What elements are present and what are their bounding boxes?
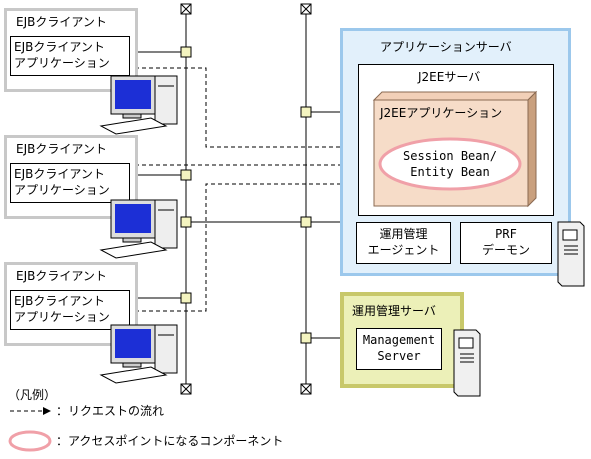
ejb-client-app-box-1 (10, 36, 130, 76)
ejb-client-title-2: EJBクライアント (16, 142, 107, 156)
ejb-client-app-line1-3: EJBクライアント (14, 294, 105, 308)
j2ee-server-title: J2EEサーバ (418, 70, 481, 84)
application-server-title: アプリケーションサーバ (380, 40, 512, 54)
management-server-line2: Server (377, 349, 421, 363)
prf-daemon-line1: PRF (495, 227, 517, 241)
computer-icon (99, 75, 178, 135)
management-server-line1: Management (362, 333, 436, 347)
prf-daemon-line2: デーモン (481, 243, 530, 257)
server-tower-icon (453, 329, 481, 397)
ejb-client-app-line2-2: アプリケーション (14, 183, 110, 197)
j2ee-application-title: J2EEアプリケーション (380, 106, 503, 120)
management-agent-box (356, 222, 451, 264)
session-bean-label: Session Bean/ (403, 149, 497, 163)
entity-bean-label: Entity Bean (410, 165, 490, 179)
ejb-client-app-box-3 (10, 290, 130, 330)
prf-daemon-box (460, 222, 552, 264)
access-point-ellipse (378, 137, 522, 191)
ejb-client-app-line2-3: アプリケーション (14, 310, 110, 324)
ejb-client-app-box-2 (10, 163, 130, 203)
computer-icon (99, 324, 178, 384)
ejb-client-title-1: EJBクライアント (16, 15, 107, 29)
server-tower-icon (557, 221, 585, 287)
management-agent-line1: 運用管理 (379, 227, 428, 241)
ejb-client-app-line1-1: EJBクライアント (14, 40, 105, 54)
legend-flow-label: ：リクエストの流れ (56, 404, 165, 418)
ejb-client-app-line2-1: アプリケーション (14, 56, 110, 70)
legend-access-point-label: ：アクセスポイントになるコンポーネント (56, 434, 284, 448)
ejb-client-app-line1-2: EJBクライアント (14, 167, 105, 181)
computer-icon (99, 199, 178, 259)
ejb-client-title-3: EJBクライアント (16, 269, 107, 283)
management-agent-line2: エージェント (367, 243, 440, 257)
management-server-inner-box (356, 328, 442, 370)
management-server-title: 運用管理サーバ (352, 304, 436, 318)
legend-heading: （凡例） (8, 388, 57, 402)
